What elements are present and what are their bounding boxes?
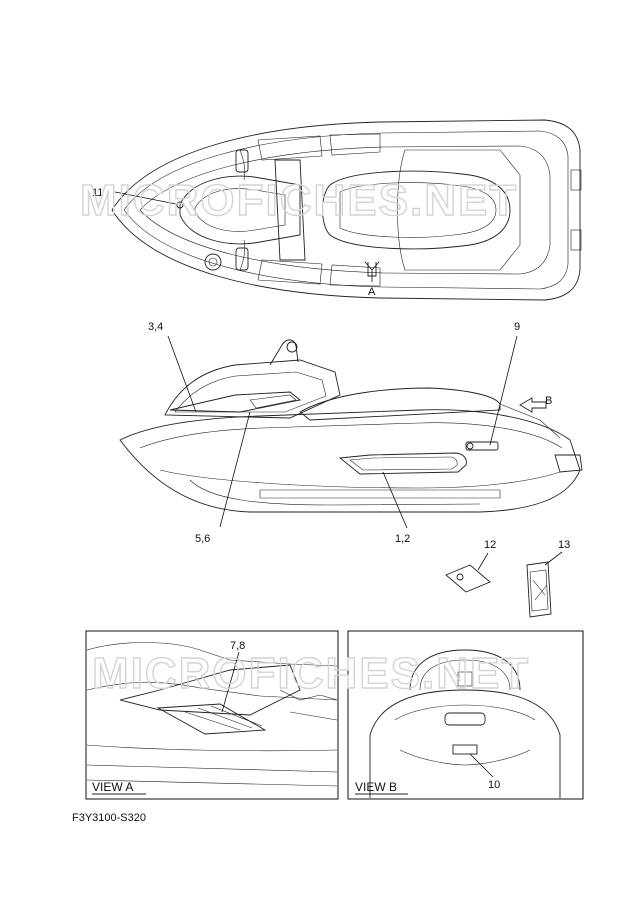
watermark-text-lower: MICROFICHES.NET <box>92 649 530 698</box>
arrow-b-label: B <box>545 395 552 407</box>
view-b-panel: 10 VIEW B <box>347 630 584 800</box>
callout-13: 13 <box>558 539 570 551</box>
view-a-label: VIEW A <box>92 780 133 794</box>
side-view: 3,4 9 5,6 1,2 B <box>119 321 583 545</box>
callout-3-4: 3,4 <box>148 321 163 333</box>
top-view: 11 A <box>92 119 582 301</box>
callout-7-8: 7,8 <box>230 640 245 652</box>
callout-5-6: 5,6 <box>195 533 210 545</box>
view-b-label: VIEW B <box>355 780 397 794</box>
callout-9: 9 <box>514 321 520 333</box>
callout-11: 11 <box>92 187 103 199</box>
figure-code: F3Y3100-S320 <box>72 812 146 824</box>
arrow-a-label: A <box>368 286 376 298</box>
callout-12: 12 <box>484 539 496 551</box>
watermark-text: MICROFICHES.NET <box>80 176 518 225</box>
view-a-panel: 7,8 VIEW A <box>85 630 339 800</box>
part-13: 13 <box>526 539 570 618</box>
callout-1-2: 1,2 <box>395 533 410 545</box>
callout-10: 10 <box>488 779 500 791</box>
part-12: 12 <box>445 539 496 593</box>
